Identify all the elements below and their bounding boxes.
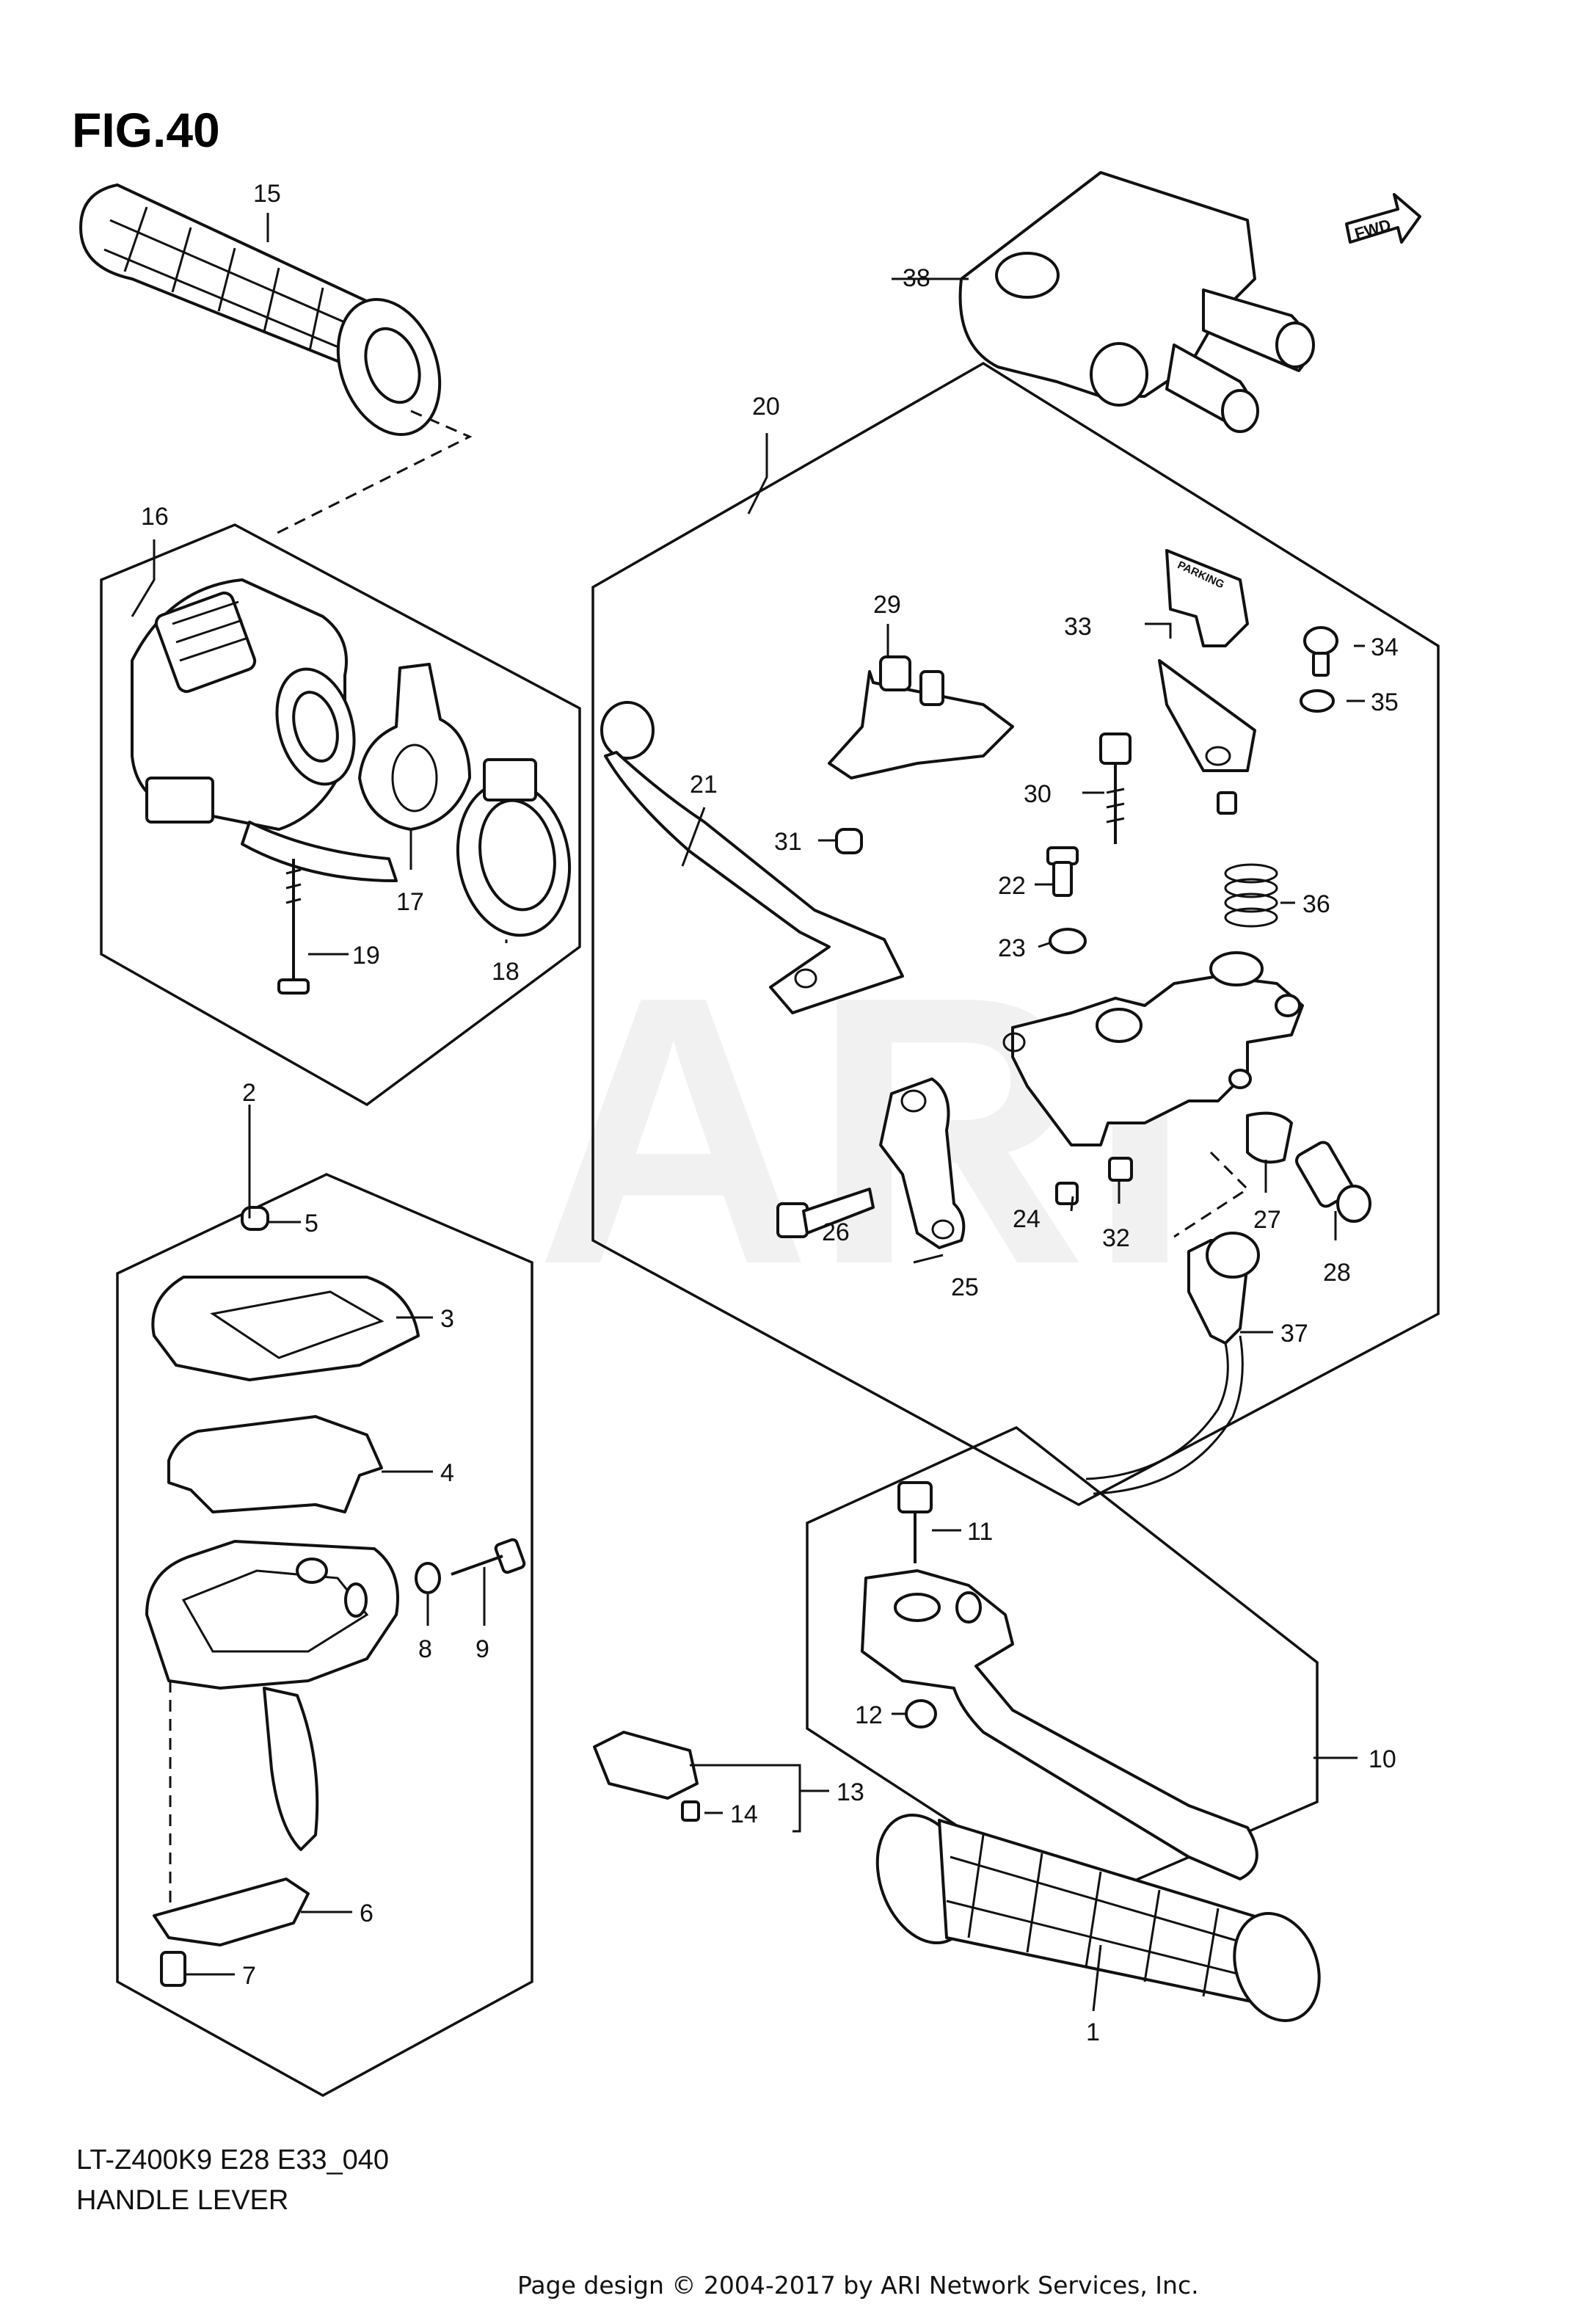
callout-25: 25 xyxy=(951,1273,979,1301)
lever-holder xyxy=(1002,951,1304,1146)
callout-3: 3 xyxy=(440,1305,454,1333)
callout-6: 6 xyxy=(360,1900,374,1927)
callout-24: 24 xyxy=(1013,1205,1041,1233)
callout-21: 21 xyxy=(690,771,718,799)
cap-27 xyxy=(1246,1111,1293,1164)
callout-2: 2 xyxy=(242,1079,256,1107)
callout-38: 38 xyxy=(903,264,930,292)
nut-32 xyxy=(1108,1157,1133,1182)
diagram-caption: HANDLE LEVER xyxy=(76,2185,288,2216)
switch-clamp-17 xyxy=(358,663,471,831)
nut-24 xyxy=(1055,1182,1079,1205)
callout-35: 35 xyxy=(1371,688,1399,716)
callout-7: 7 xyxy=(242,1962,256,1990)
spacer-31 xyxy=(835,828,863,854)
callout-26: 26 xyxy=(822,1218,850,1246)
cover-3 xyxy=(151,1276,420,1381)
washer-35 xyxy=(1300,689,1335,713)
switch-housing xyxy=(131,578,398,882)
parking-bracket-29 xyxy=(828,655,1014,779)
callout-27: 27 xyxy=(1253,1206,1281,1234)
bolt-30 xyxy=(1099,733,1132,844)
callout-19: 19 xyxy=(352,942,380,970)
callout-9: 9 xyxy=(475,1635,489,1663)
callout-labels: 15 38 20 16 29 33 34 35 21 30 31 22 36 1… xyxy=(141,180,1399,2046)
fwd-arrow-icon: FWD xyxy=(1345,193,1421,244)
figure-title: FIG.40 xyxy=(72,103,220,157)
handle-cover-38 xyxy=(958,171,1315,433)
parking-lock-33: PARKING xyxy=(1158,549,1256,815)
footer-copyright: Page design © 2004-2017 by ARI Network S… xyxy=(517,2271,1199,2300)
callout-33: 33 xyxy=(1064,613,1092,641)
callout-1: 1 xyxy=(1086,2018,1100,2046)
callout-15: 15 xyxy=(253,180,281,208)
callout-36: 36 xyxy=(1302,890,1330,918)
callout-31: 31 xyxy=(774,828,802,856)
grip-left xyxy=(79,183,442,436)
throttle-housing xyxy=(145,1540,399,1851)
callout-29: 29 xyxy=(873,591,901,619)
pin-22 xyxy=(1046,846,1079,897)
callout-30: 30 xyxy=(1024,780,1052,808)
cover-6 xyxy=(153,1877,310,1946)
switch-13 xyxy=(593,1731,700,1822)
model-code: LT-Z400K9 E28 E33_040 xyxy=(76,2145,389,2175)
callout-20: 20 xyxy=(752,393,780,421)
callout-16: 16 xyxy=(141,503,169,531)
callout-37: 37 xyxy=(1280,1320,1308,1348)
callout-17: 17 xyxy=(396,888,424,916)
callout-4: 4 xyxy=(440,1459,454,1487)
brake-lever-21 xyxy=(600,701,904,1014)
callout-23: 23 xyxy=(998,934,1026,962)
screw-5 xyxy=(241,1206,269,1231)
callout-28: 28 xyxy=(1323,1259,1351,1287)
callout-13: 13 xyxy=(837,1778,864,1806)
frame-throttle-case xyxy=(116,1173,533,2097)
callout-8: 8 xyxy=(418,1635,432,1663)
clamp-25 xyxy=(879,1077,966,1249)
pivot-bolt-11 xyxy=(897,1481,933,1563)
screw-19 xyxy=(277,859,310,995)
adjuster-28 xyxy=(1295,1141,1371,1223)
switch-collar-18 xyxy=(456,758,572,937)
nut-8 xyxy=(415,1562,441,1594)
callout-32: 32 xyxy=(1102,1224,1130,1252)
callout-34: 34 xyxy=(1371,633,1399,661)
washer-23 xyxy=(1049,928,1087,954)
grip-right xyxy=(875,1813,1321,2022)
frame-clutch-lever xyxy=(806,1425,1319,1906)
callout-22: 22 xyxy=(998,872,1026,900)
screw-34 xyxy=(1303,626,1338,677)
callout-5: 5 xyxy=(305,1210,318,1237)
callout-11: 11 xyxy=(967,1518,993,1546)
screw-7 xyxy=(160,1951,186,1987)
screw-9 xyxy=(451,1538,526,1576)
spring-36 xyxy=(1224,863,1278,928)
frame-switch-assembly xyxy=(100,523,581,1107)
nut-12 xyxy=(905,1699,937,1728)
callout-10: 10 xyxy=(1369,1745,1396,1773)
callout-18: 18 xyxy=(492,958,520,986)
lever-10 xyxy=(861,1569,1258,1880)
dash-grip-to-switch xyxy=(271,410,473,537)
callout-12: 12 xyxy=(855,1701,883,1729)
bolt-26 xyxy=(776,1188,875,1238)
gasket-4 xyxy=(167,1415,383,1513)
parking-switch-37 xyxy=(1085,1232,1260,1495)
frame-brake-lever-assembly xyxy=(591,361,1440,1506)
callout-14: 14 xyxy=(730,1800,758,1828)
leader-lines xyxy=(131,213,1365,2012)
